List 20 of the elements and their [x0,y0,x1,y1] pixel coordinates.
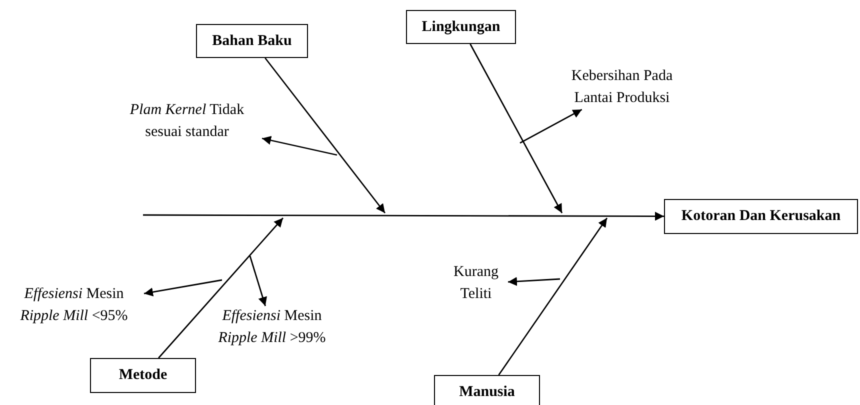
arrow [264,58,386,214]
arrow [508,276,560,286]
effect-box: Kotoran Dan Kerusakan [664,199,858,234]
arrow [520,108,582,144]
cause-label: Kurang Teliti [444,262,508,306]
arrow [158,218,284,358]
category-box: Lingkungan [406,10,516,44]
cause-label: Plam Kernel Tidak sesuai standar [112,100,262,144]
arrow [249,256,267,306]
arrow [470,44,563,214]
spine-arrow [143,212,664,221]
cause-label: Effesiensi Mesin Ripple Mill >99% [202,306,342,350]
cause-label: Effesiensi Mesin Ripple Mill <95% [4,284,144,328]
arrow [262,136,338,156]
cause-label: Kebersihan Pada Lantai Produksi [556,66,688,110]
category-box: Bahan Baku [196,24,308,58]
arrow [144,279,222,296]
category-box: Metode [90,358,196,393]
arrow [498,218,608,376]
category-box: Manusia [434,375,540,405]
